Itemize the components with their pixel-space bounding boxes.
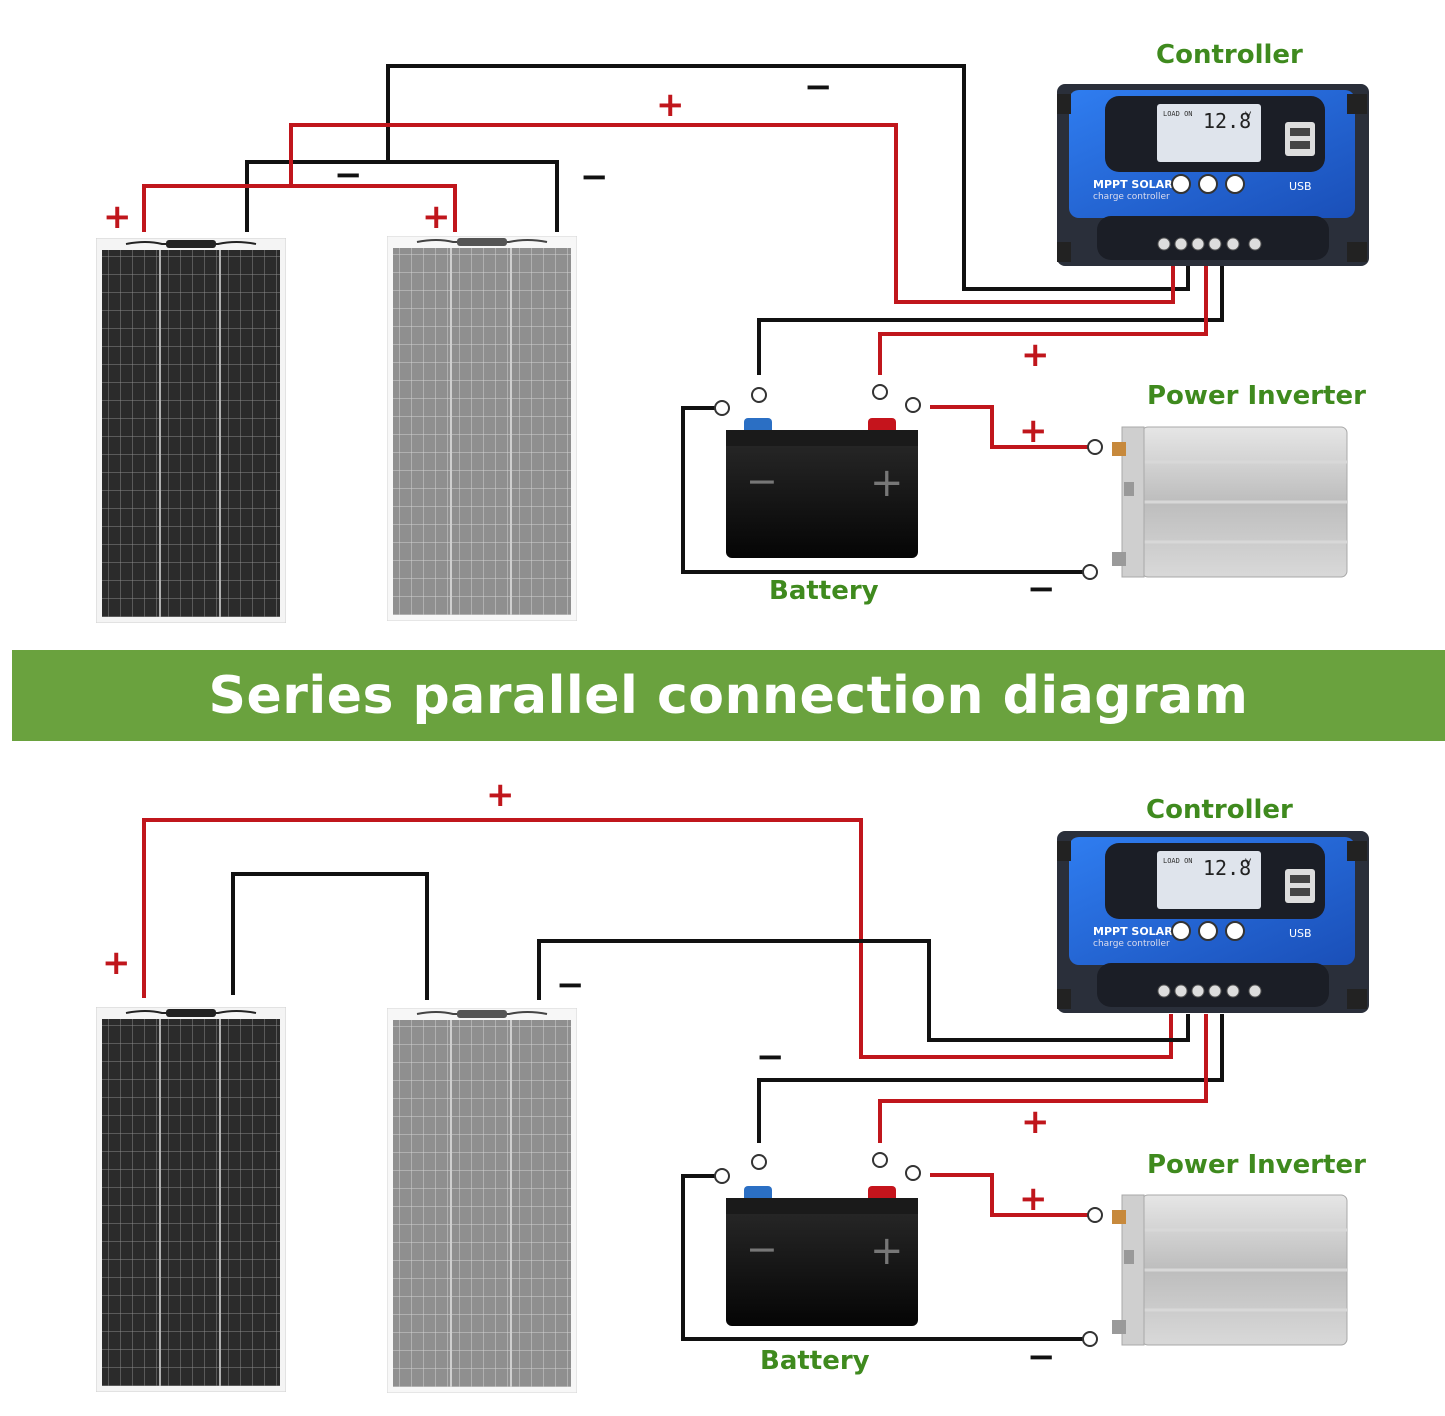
top-plus-sign-battery: + xyxy=(1021,335,1050,375)
top-inverter-label: Power Inverter xyxy=(1147,381,1366,411)
bottom-wire-bat-neg xyxy=(757,1014,1224,1143)
top-solar-panel-2 xyxy=(387,236,577,621)
top-controller: LOAD ON 12.8 V MPPT SOLAR charge control… xyxy=(1057,84,1369,266)
top-lcd-value: 12.8 xyxy=(1203,109,1251,133)
top-usb-label: USB xyxy=(1289,180,1312,193)
bottom-brand-line2: charge controller xyxy=(1093,939,1170,949)
bottom-power-inverter xyxy=(1112,1193,1349,1347)
top-brand-line2: charge controller xyxy=(1093,192,1170,202)
usb-port-icon xyxy=(1285,869,1315,903)
bottom-controller: LOAD ON 12.8 V MPPT SOLAR charge control… xyxy=(1057,831,1369,1013)
bottom-usb-label: USB xyxy=(1289,927,1312,940)
top-minus-sign-inverter: − xyxy=(1027,569,1056,609)
bottom-plus-sign-panel1: + xyxy=(102,943,131,983)
top-wire-pos-bus xyxy=(142,184,457,232)
bottom-lcd-value: 12.8 xyxy=(1203,856,1251,880)
bottom-battery-pos-mark: + xyxy=(870,1228,904,1274)
bottom-minus-sign-battery: − xyxy=(756,1037,785,1077)
top-wires xyxy=(142,64,1224,574)
top-wire-bat-pos xyxy=(878,262,1208,375)
top-minus-sign-bus: − xyxy=(334,155,363,195)
bottom-ring-terminals xyxy=(714,1152,1103,1347)
bottom-solar-panel-1 xyxy=(96,1007,286,1392)
top-controller-label: Controller xyxy=(1156,40,1303,70)
top-wire-pos-main xyxy=(289,123,1175,304)
top-lcd-unit: V xyxy=(1245,111,1252,121)
bottom-wire-inv-pos xyxy=(930,1173,1090,1217)
top-battery-pos-mark: + xyxy=(870,460,904,506)
bottom-plus-sign-main: + xyxy=(486,775,515,815)
banner-title: Series parallel connection diagram xyxy=(208,665,1249,726)
top-plus-sign-panel2: + xyxy=(422,197,451,237)
top-battery-neg-mark: − xyxy=(746,459,778,503)
top-wire-bat-neg xyxy=(757,262,1224,375)
usb-port-icon xyxy=(1285,122,1315,156)
bottom-diagram: LOAD ON 12.8 V MPPT SOLAR charge control… xyxy=(96,818,1369,1393)
top-wire-inv-neg xyxy=(681,406,1090,574)
bottom-minus-sign-panel2: − xyxy=(556,965,585,1005)
top-ctrl-button-3 xyxy=(1225,174,1245,194)
top-wire-neg-main xyxy=(386,64,1190,291)
bottom-solar-panel-2 xyxy=(387,1008,577,1393)
bottom-brand-line1: MPPT SOLAR xyxy=(1093,925,1173,938)
bottom-wire-series-link xyxy=(231,872,429,1000)
top-ctrl-button-1 xyxy=(1171,174,1191,194)
title-banner: Series parallel connection diagram xyxy=(12,650,1445,741)
top-minus-sign-panel2: − xyxy=(580,157,609,197)
bottom-wire-neg-main xyxy=(537,939,1190,1042)
bottom-wire-inv-neg xyxy=(681,1174,1090,1341)
top-lcd-screen xyxy=(1157,104,1261,162)
top-wire-neg-bus xyxy=(245,160,559,232)
top-ctrl-button-2 xyxy=(1198,174,1218,194)
bottom-plus-sign-inverter: + xyxy=(1019,1179,1048,1219)
bottom-ctrl-button-2 xyxy=(1198,921,1218,941)
bottom-ctrl-button-1 xyxy=(1171,921,1191,941)
top-plus-sign-panel1: + xyxy=(103,197,132,237)
bottom-minus-sign-inverter: − xyxy=(1027,1337,1056,1377)
bottom-lcd-mode: LOAD ON xyxy=(1163,857,1193,865)
top-battery: − + xyxy=(726,418,918,558)
bottom-ctrl-button-3 xyxy=(1225,921,1245,941)
bottom-lcd-screen xyxy=(1157,851,1261,909)
bottom-wire-bat-pos xyxy=(878,1014,1208,1143)
bottom-wires xyxy=(142,818,1224,1341)
bottom-plus-sign-battery: + xyxy=(1021,1102,1050,1142)
top-power-inverter xyxy=(1112,425,1349,579)
top-solar-panel-1 xyxy=(96,238,286,623)
top-brand-line1: MPPT SOLAR xyxy=(1093,178,1173,191)
bottom-controller-label: Controller xyxy=(1146,795,1293,825)
bottom-battery: − + xyxy=(726,1186,918,1326)
top-plus-sign-inverter: + xyxy=(1019,411,1048,451)
bottom-battery-neg-mark: − xyxy=(746,1227,778,1271)
top-battery-label: Battery xyxy=(769,576,879,606)
top-lcd-mode: LOAD ON xyxy=(1163,110,1193,118)
top-minus-sign-main: − xyxy=(804,67,833,107)
top-wire-inv-pos xyxy=(930,405,1090,449)
top-plus-sign-main: + xyxy=(656,85,685,125)
bottom-inverter-label: Power Inverter xyxy=(1147,1150,1366,1180)
bottom-wire-pos-main xyxy=(142,818,1173,1059)
bottom-lcd-unit: V xyxy=(1245,858,1252,868)
top-ring-terminals xyxy=(714,384,1103,580)
top-diagram: LOAD ON 12.8 V MPPT SOLAR charge control… xyxy=(96,64,1369,623)
bottom-battery-label: Battery xyxy=(760,1346,870,1376)
